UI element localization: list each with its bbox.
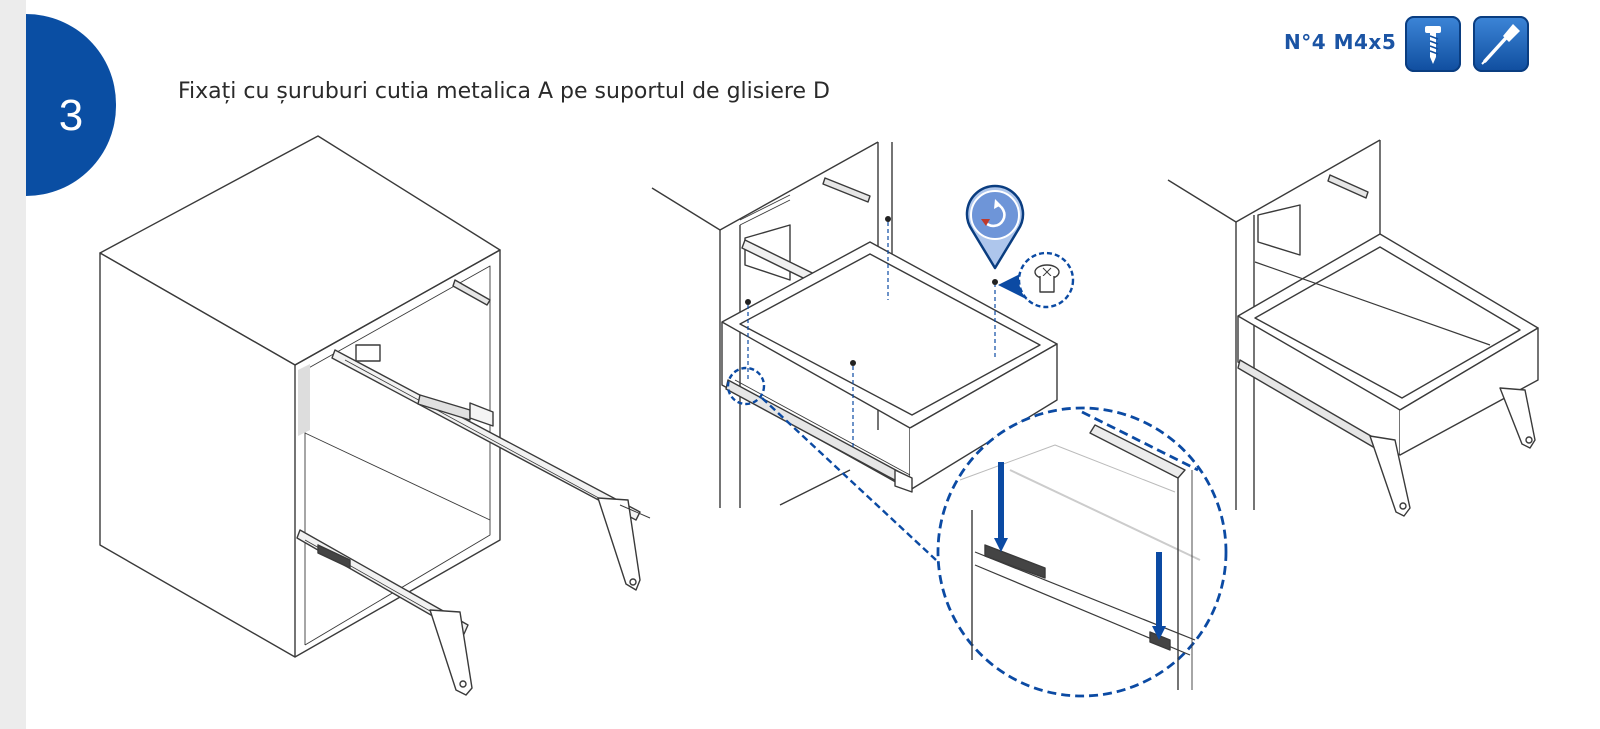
page-edge-bar (0, 0, 26, 729)
screw-callout (998, 251, 1075, 309)
instruction-text: Fixați cu șuruburi cutia metalica A pe s… (178, 79, 830, 104)
cabinet-middle (651, 141, 1058, 561)
cabinet-right (1167, 139, 1539, 517)
hardware-code: N°4 M4x5 (1284, 30, 1397, 54)
zoom-detail (936, 406, 1228, 698)
step-number: 3 (58, 91, 84, 140)
cabinet-left (99, 135, 651, 696)
rotate-arrow-icon (965, 184, 1025, 270)
screw-icon (1405, 16, 1461, 72)
screwdriver-icon (1473, 16, 1529, 72)
